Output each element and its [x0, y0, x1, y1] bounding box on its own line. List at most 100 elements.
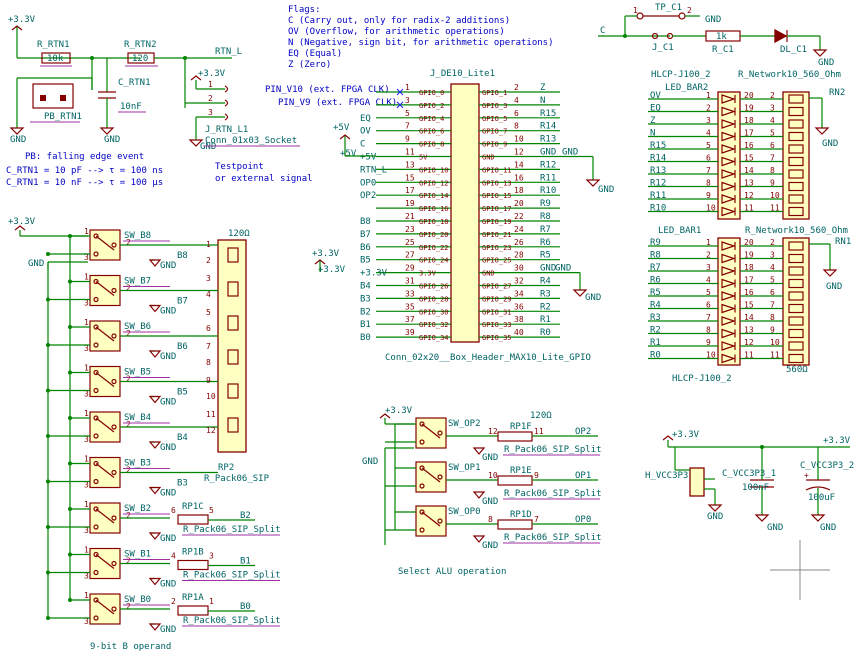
gnd-symbol — [148, 441, 162, 449]
split-pin: 1 — [209, 597, 214, 606]
fpga-func-left: GPIO_14 — [419, 192, 449, 200]
switch-ref: SW_OP2 — [448, 419, 481, 429]
fpga-func-right: GPIO_35 — [482, 334, 512, 342]
led-pin: 14 — [744, 313, 754, 322]
fpga-net-left: +5V — [360, 153, 377, 163]
b-net-label: B4 — [177, 433, 188, 443]
fpga-net-right: R11 — [540, 173, 556, 183]
rn-resistor — [788, 328, 804, 339]
rn-pin: 6 — [770, 288, 775, 297]
svg-text:GND: GND — [28, 259, 44, 269]
switch-lever — [95, 235, 115, 251]
fpga-pin-right: 10 — [514, 135, 524, 144]
gnd-label: GND — [160, 352, 176, 362]
svg-text:R_RTN2: R_RTN2 — [124, 40, 157, 50]
svg-text:3: 3 — [208, 108, 213, 117]
led-diode — [721, 194, 736, 204]
led-pin: 4 — [706, 129, 711, 138]
svg-text:GND: GND — [705, 15, 721, 25]
fpga-pin-left: 7 — [405, 122, 410, 131]
split-value: R_Pack06_SIP_Split — [183, 525, 281, 535]
slide-switch — [415, 461, 447, 493]
svg-text:+5V: +5V — [333, 123, 350, 133]
rn-pin: 4 — [770, 263, 775, 272]
fpga-net-left: B2 — [360, 307, 371, 317]
svg-text:R_Network10_560_Ohm: R_Network10_560_Ohm — [745, 226, 848, 236]
fpga-net-left: B4 — [360, 282, 371, 292]
led-pin: 18 — [744, 116, 754, 125]
gnd-label: GND — [160, 625, 176, 635]
svg-text:C_RTN1 = 10 pF --> τ = 100 ns: C_RTN1 = 10 pF --> τ = 100 ns — [6, 166, 163, 176]
led-pin: 1 — [706, 238, 711, 247]
split-pin: 6 — [171, 506, 176, 515]
led-net-label: N — [650, 129, 655, 139]
fpga-pin-right: 20 — [514, 199, 524, 208]
led-pin: 3 — [706, 116, 711, 125]
svg-text:R_Pack06_SIP: R_Pack06_SIP — [204, 474, 270, 484]
led-pin: 17 — [744, 276, 754, 285]
fpga-func-right: GPIO_27 — [482, 283, 512, 291]
rn-pin: 7 — [770, 301, 775, 310]
svg-text:+3.3V: +3.3V — [823, 436, 851, 446]
fpga-net-right: Z — [540, 83, 546, 93]
led-net-label: R8 — [650, 251, 661, 261]
led-pin: 8 — [706, 326, 711, 335]
b-net-label: B2 — [240, 511, 251, 521]
fpga-func-right: GPIO_11 — [482, 166, 512, 174]
switch-lever — [421, 511, 441, 527]
svg-text:PIN_V10 (ext. FPGA CLK): PIN_V10 (ext. FPGA CLK) — [265, 85, 390, 95]
gnd-label: GND — [160, 398, 176, 408]
fpga-func-left: GPIO_6 — [419, 128, 444, 136]
split-pin: 12 — [488, 427, 498, 436]
switch-pin: 3 — [84, 435, 89, 444]
fpga-net-right: R10 — [540, 186, 556, 196]
fpga-net-left: B6 — [360, 243, 371, 253]
rn-pin: 8 — [770, 166, 775, 175]
svg-text:Z (Zero): Z (Zero) — [288, 60, 331, 70]
fpga-pin-left: 37 — [405, 315, 415, 324]
rp2-resistor — [227, 383, 239, 399]
fpga-pin-right: 28 — [514, 251, 524, 260]
switch-pin: 3 — [84, 253, 89, 262]
rn-resistor — [788, 206, 804, 217]
b-net-label: B3 — [177, 479, 188, 489]
svg-text:PB: falling edge event: PB: falling edge event — [25, 152, 144, 162]
gnd-label: GND — [160, 534, 176, 544]
fpga-pin-left: 27 — [405, 251, 415, 260]
svg-text:560Ω: 560Ω — [786, 365, 808, 375]
fpga-net-left: OP0 — [360, 178, 376, 188]
gnd-symbol — [148, 577, 162, 586]
fpga-func-left: GPIO_22 — [419, 244, 449, 252]
led-diode — [721, 144, 736, 154]
led-net-label: R14 — [650, 154, 666, 164]
split-ref: RP1A — [182, 593, 204, 603]
rp2-pin: 1 — [206, 240, 211, 249]
slide-switch — [89, 502, 121, 534]
svg-text:1: 1 — [208, 80, 213, 89]
gnd-label: GND — [482, 453, 498, 463]
rn-pin: 4 — [770, 116, 775, 125]
led-diode — [721, 156, 736, 167]
switch-pin: 3 — [84, 572, 89, 581]
fpga-net-right: GND — [540, 148, 556, 158]
svg-text:Testpoint: Testpoint — [215, 162, 264, 172]
led-diode — [721, 169, 736, 179]
power-arrow — [314, 259, 326, 265]
rn-resistor — [788, 278, 804, 289]
svg-text:C: C — [600, 26, 605, 36]
svg-text:GND: GND — [104, 135, 120, 145]
led-net-label: Z — [650, 116, 656, 126]
fpga-func-right: GPIO_31 — [482, 308, 512, 316]
svg-text:LED_BAR1: LED_BAR1 — [658, 226, 701, 236]
rp2-pin: 10 — [206, 392, 216, 401]
rn-resistor — [788, 119, 804, 129]
led-net-label: R7 — [650, 263, 661, 273]
svg-text:R_Network10_560_Ohm: R_Network10_560_Ohm — [738, 70, 841, 80]
svg-text:C_RTN1: C_RTN1 — [118, 78, 151, 88]
gnd-symbol — [148, 532, 162, 540]
led-pin: 16 — [744, 141, 754, 150]
rp2-pin: 11 — [206, 410, 216, 419]
split-pin: 9 — [534, 471, 539, 480]
led-pin: 2 — [706, 104, 711, 113]
fpga-net-left: OP2 — [360, 191, 376, 201]
